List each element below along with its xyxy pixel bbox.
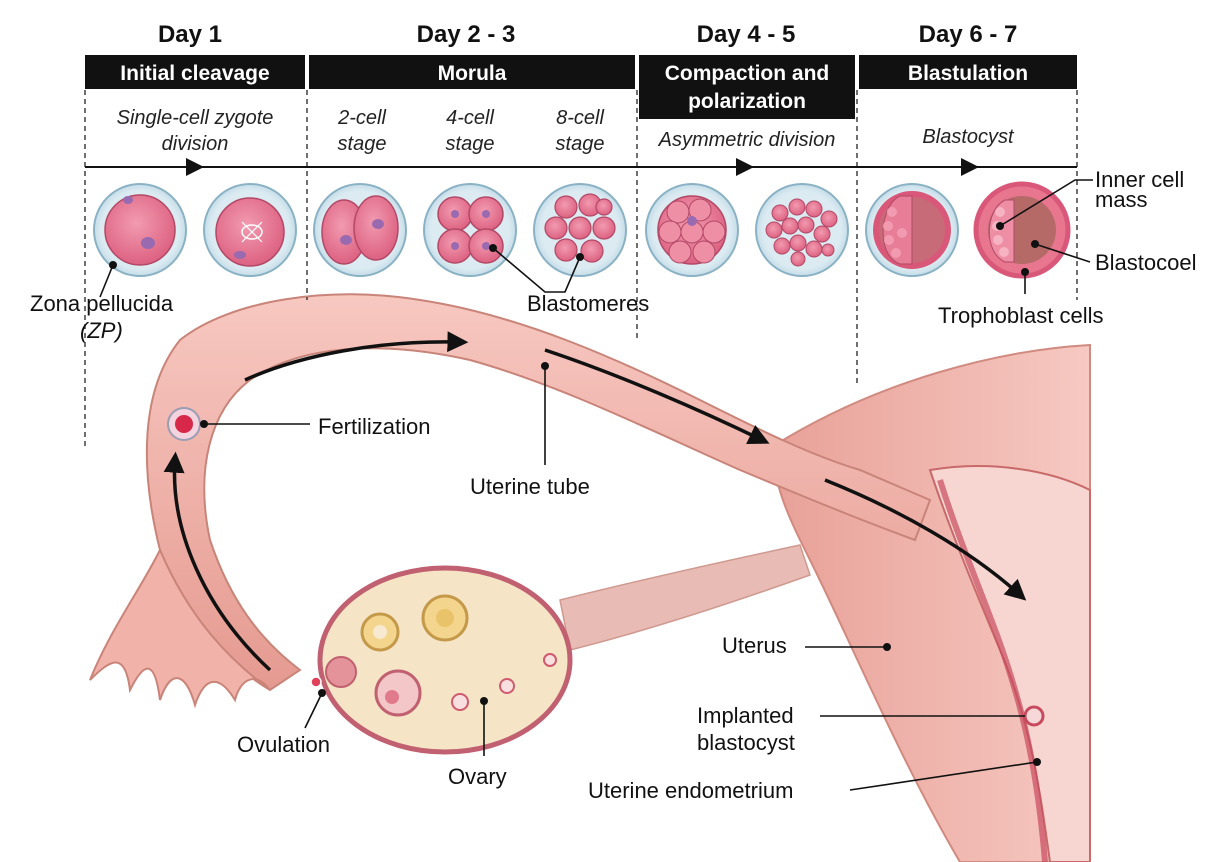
embryo-2-cell <box>313 183 407 277</box>
day-1-label: Day 1 <box>158 21 222 48</box>
embryo-many-cells <box>755 183 849 277</box>
header-bar-compaction <box>639 55 855 119</box>
embryo-4-cell <box>423 183 517 277</box>
embryo-dividing <box>203 183 297 277</box>
label-trophoblast-cells: Trophoblast cells <box>938 303 1103 328</box>
label-ovary: Ovary <box>448 764 507 789</box>
label-implanted-line2: blastocyst <box>697 730 795 755</box>
substage-8-cell-line2: stage <box>556 133 605 155</box>
substage-4-cell-line2: stage <box>446 133 495 155</box>
embryo-early-blastocyst <box>865 183 959 277</box>
follicles <box>325 594 557 717</box>
endometrium-lining <box>937 479 1048 862</box>
substage-8-cell-line1: 8-cell <box>556 107 604 129</box>
substage-single-cell-line2: division <box>162 133 229 155</box>
leader-lines <box>99 179 1093 791</box>
embryo-zygote <box>93 183 187 277</box>
header-compaction-line2: polarization <box>688 90 806 113</box>
header-bar-blastulation <box>859 55 1077 89</box>
label-uterine-endometrium: Uterine endometrium <box>588 778 793 803</box>
header-blastulation: Blastulation <box>908 62 1028 85</box>
substage-asymmetric: Asymmetric division <box>658 129 836 151</box>
fertilized-egg <box>167 407 201 441</box>
label-uterine-tube: Uterine tube <box>470 474 590 499</box>
embryo-8-cell <box>533 183 627 277</box>
header-initial-cleavage: Initial cleavage <box>120 62 269 85</box>
substage-2-cell-line1: 2-cell <box>337 107 386 129</box>
header-morula: Morula <box>438 62 507 85</box>
day-4-5-label: Day 4 - 5 <box>697 21 796 48</box>
fimbriae <box>89 547 271 709</box>
day-6-7-label: Day 6 - 7 <box>919 21 1018 48</box>
substage-blastocyst: Blastocyst <box>922 126 1015 148</box>
label-uterus: Uterus <box>722 633 787 658</box>
label-zp: (ZP) <box>80 318 123 343</box>
label-implanted-line1: Implanted <box>697 703 794 728</box>
column-dividers <box>84 90 1078 450</box>
label-fertilization: Fertilization <box>318 414 430 439</box>
timeline-line <box>85 158 1077 176</box>
embryo-blastocyst <box>973 181 1071 279</box>
reproductive-anatomy <box>89 293 1091 862</box>
day-2-3-label: Day 2 - 3 <box>417 21 516 48</box>
embryo-stages <box>93 181 1071 279</box>
label-blastocoel: Blastocoel <box>1095 250 1197 275</box>
released-oocyte <box>310 676 322 688</box>
migration-arrows <box>163 331 1027 672</box>
header-bar-initial-cleavage <box>85 55 305 89</box>
implanted-blastocyst-shape <box>1023 705 1045 727</box>
label-inner-cell-mass-line1: Inner cell <box>1095 167 1184 192</box>
ovarian-ligament <box>559 544 811 651</box>
embryo-compacted <box>645 183 739 277</box>
substage-2-cell-line2: stage <box>338 133 387 155</box>
substage-single-cell-line1: Single-cell zygote <box>117 107 274 129</box>
label-inner-cell-mass-line2: mass <box>1095 187 1148 212</box>
substage-4-cell-line1: 4-cell <box>446 107 494 129</box>
label-ovulation: Ovulation <box>237 732 330 757</box>
header-compaction-line1: Compaction and <box>665 62 830 85</box>
header-bar-morula <box>309 55 635 89</box>
label-zona-pellucida: Zona pellucida <box>30 291 174 316</box>
label-blastomeres: Blastomeres <box>527 291 649 316</box>
